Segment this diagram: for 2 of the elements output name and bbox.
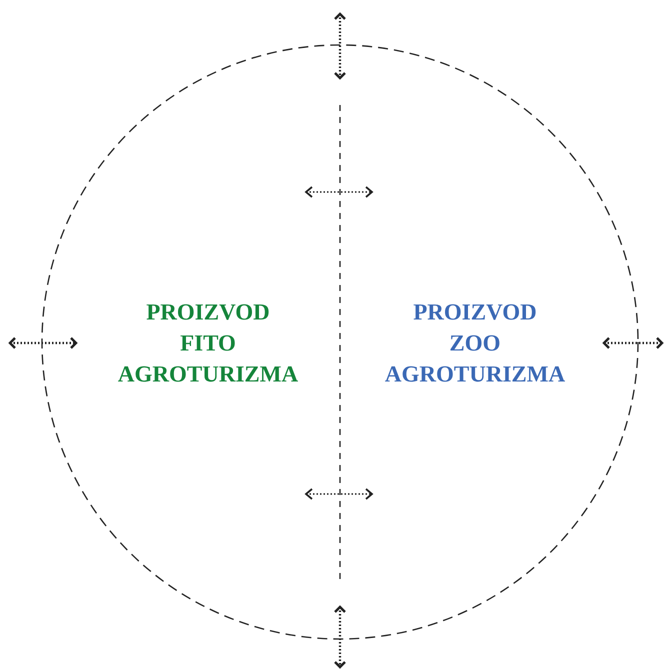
region-label: PROIZVOD FITO AGROTURIZMA bbox=[118, 296, 298, 390]
region-label: PROIZVOD ZOO AGROTURIZMA bbox=[384, 296, 566, 390]
